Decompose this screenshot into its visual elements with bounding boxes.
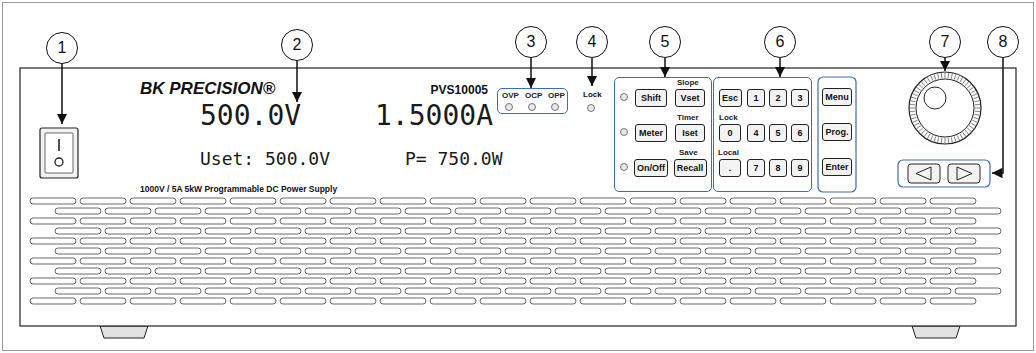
- callout-number: 6: [776, 34, 785, 50]
- key-label: 0: [727, 129, 732, 138]
- callout-number: 5: [649, 26, 681, 58]
- key-label: Iset: [682, 129, 698, 138]
- panel-label: OPP: [548, 92, 565, 100]
- key-label: 7: [753, 164, 758, 173]
- key-label: Menu: [825, 93, 849, 102]
- key-button: Vset: [675, 89, 705, 107]
- callout-number: 2: [293, 37, 302, 53]
- power-switch: [40, 128, 78, 178]
- foot: [912, 326, 960, 338]
- lcd-display: 500.0V 1.5000A Uset: 500.0V P= 750.0W: [190, 102, 535, 184]
- key-button: Prog.: [822, 123, 852, 141]
- product-description: 1000V / 5A 5kW Programmable DC Power Sup…: [140, 185, 337, 194]
- panel-label: Save: [679, 149, 698, 157]
- brand-logo: BK PRECISION®: [140, 80, 275, 97]
- foot: [100, 326, 148, 338]
- key-button: Iset: [675, 124, 705, 142]
- key-label: Shift: [641, 94, 661, 103]
- key-button: On/Off: [634, 159, 668, 177]
- callout-number: 4: [576, 26, 608, 58]
- key-label: Esc: [722, 94, 738, 103]
- callout-number: 8: [987, 26, 1019, 58]
- key-label: 2: [775, 94, 780, 103]
- key-button: 9: [791, 159, 809, 177]
- indicator-led: [506, 94, 628, 171]
- callout-number: 8: [999, 34, 1008, 50]
- indicator-label: Lock: [583, 91, 602, 99]
- key-button: 4: [747, 124, 765, 142]
- key-label: Prog.: [825, 128, 848, 137]
- panel-label: Local: [718, 149, 739, 157]
- callout-number: 3: [515, 26, 547, 58]
- callout-number: 1: [46, 32, 78, 64]
- callout-leader: [664, 58, 666, 77]
- key-button: Esc: [719, 89, 742, 107]
- key-button: Shift: [635, 89, 667, 107]
- key-label: On/Off: [637, 164, 665, 173]
- key-label: 1: [753, 94, 758, 103]
- leader-line: [62, 58, 1003, 173]
- rotary-knob: [909, 72, 981, 144]
- key-label: 8: [775, 164, 780, 173]
- key-button: Recall: [674, 159, 707, 177]
- callout-number: 3: [527, 34, 536, 50]
- callout-number: 5: [661, 34, 670, 50]
- callout-leader: [530, 58, 532, 88]
- panel-label: OVP: [502, 92, 519, 100]
- key-button: 0: [719, 124, 741, 142]
- key-label: Meter: [639, 129, 663, 138]
- key-label: 4: [753, 129, 758, 138]
- key-label: Enter: [825, 163, 848, 172]
- panel-label: Slope: [677, 79, 699, 87]
- key-label: 3: [797, 94, 802, 103]
- key-label: 6: [797, 129, 802, 138]
- key-button: 7: [747, 159, 765, 177]
- callout-number: 1: [58, 40, 67, 56]
- button-group: LockLocal Esc 1 2 3 0 4 5 6. 7 8 9: [713, 77, 812, 192]
- callout-number: 4: [588, 34, 597, 50]
- callout-leader: [296, 61, 298, 102]
- callout-number: 7: [941, 34, 950, 50]
- figure-frame: [3, 3, 1034, 351]
- key-button: Enter: [822, 158, 852, 176]
- key-label: Recall: [677, 164, 704, 173]
- key-button: 5: [769, 124, 787, 142]
- key-button: 3: [791, 89, 809, 107]
- front-panel: [20, 68, 1016, 326]
- callout-number: 2: [281, 29, 313, 61]
- callout-leader: [779, 58, 781, 77]
- model-number: PVS10005: [431, 84, 488, 96]
- callout-number: 6: [764, 26, 796, 58]
- display-reading: P= 750.0W: [405, 150, 503, 168]
- arrow-keys: [898, 160, 990, 187]
- key-button: 6: [791, 124, 809, 142]
- menu-key-group: [818, 77, 856, 192]
- button-group: SlopeTimerSave Shift VsetMeter IsetOn/Off Re…: [614, 77, 712, 192]
- key-label: 5: [775, 129, 780, 138]
- panel-label: Timer: [677, 114, 699, 122]
- key-button: 8: [769, 159, 787, 177]
- key-button: 2: [769, 89, 787, 107]
- display-reading: 1.5000A: [375, 102, 493, 130]
- panel-label: Lock: [719, 114, 738, 122]
- key-button: 1: [747, 89, 765, 107]
- display-reading: 500.0V: [200, 102, 301, 130]
- key-label: 9: [797, 164, 802, 173]
- panel-label: OCP: [525, 92, 542, 100]
- vent-slots: [30, 198, 1001, 304]
- display-reading: Uset: 500.0V: [200, 150, 330, 168]
- key-button: Menu: [822, 88, 852, 106]
- key-button: .: [719, 159, 741, 177]
- key-label: Vset: [680, 94, 699, 103]
- key-button: Meter: [635, 124, 667, 142]
- indicator-group: OVP OCP OPP: [497, 88, 568, 114]
- callout-number: 7: [929, 26, 961, 58]
- key-label: .: [729, 164, 732, 173]
